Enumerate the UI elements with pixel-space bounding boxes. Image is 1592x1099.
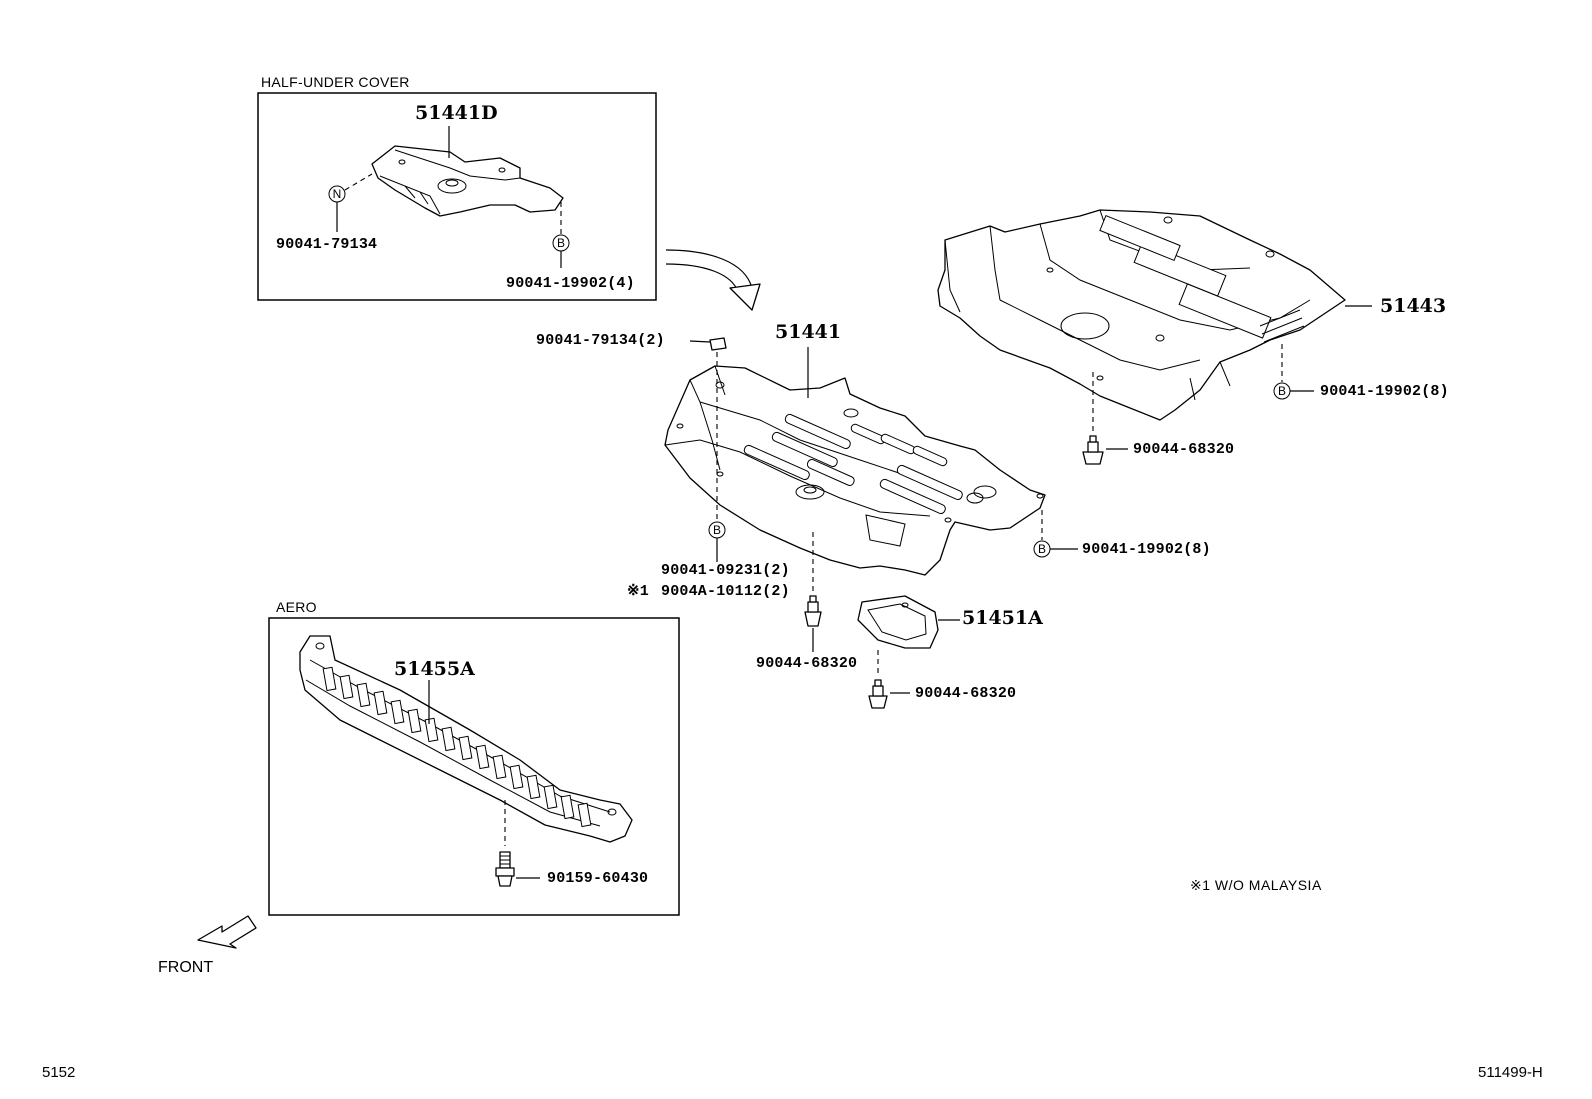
footer-right-code: 511499-H [1478, 1064, 1543, 1081]
marker-b-text: B [1278, 384, 1286, 398]
rear-cover-part [937, 209, 1346, 421]
part-label-51451a: 51451A [962, 607, 1043, 629]
callout-90041-19902-4: 90041-19902(4) [506, 275, 635, 292]
aero-title: AERO [276, 599, 317, 615]
bolt-icon [1082, 435, 1104, 465]
marker-b-text: B [557, 236, 565, 250]
center-cover-part [664, 365, 1046, 576]
aero-box [268, 617, 680, 916]
cover-slots [743, 413, 963, 515]
callout-90044-68320-plate: 90044-68320 [915, 685, 1017, 702]
part-label-51441: 51441 [775, 321, 842, 343]
half-under-cover-title: HALF-UNDER COVER [261, 74, 410, 90]
part-label-51455a: 51455A [394, 658, 475, 680]
half-under-cover-part [371, 145, 564, 217]
callout-90041-19902-8-rear: 90041-19902(8) [1320, 383, 1449, 400]
aero-part [299, 635, 633, 843]
callout-90159-60430: 90159-60430 [547, 870, 649, 887]
part-label-51443: 51443 [1380, 295, 1447, 317]
callout-90041-79134: 90041-79134 [276, 236, 378, 253]
callout-90044-68320-rear: 90044-68320 [1133, 441, 1235, 458]
front-label: FRONT [158, 959, 214, 976]
callout-90044-68320-center: 90044-68320 [756, 655, 858, 672]
aero-fins [322, 666, 592, 828]
callout-note-ref: ※1 [627, 583, 649, 600]
callout-9004a-10112-2: 9004A-10112(2) [661, 583, 790, 600]
callout-90041-19902-8-center: 90041-19902(8) [1082, 541, 1211, 558]
clip-nut-icon [709, 337, 727, 351]
front-arrow-icon [197, 915, 257, 949]
callout-90041-09231-2: 90041-09231(2) [661, 562, 790, 579]
bolt-icon [495, 851, 515, 887]
part-label-51441d: 51441D [415, 102, 498, 124]
replacement-arrow [665, 249, 761, 311]
marker-n-text: N [333, 187, 342, 201]
bolt-icon [868, 679, 888, 709]
small-plate-part [857, 595, 939, 649]
bolt-icon [804, 595, 822, 627]
marker-b-text: B [713, 523, 721, 537]
marker-b-text: B [1038, 542, 1046, 556]
note-malaysia: ※1 W/O MALAYSIA [1190, 877, 1322, 893]
footer-left-code: 5152 [42, 1064, 76, 1081]
callout-90041-79134-2: 90041-79134(2) [536, 332, 665, 349]
half-under-cover-box [257, 92, 657, 301]
